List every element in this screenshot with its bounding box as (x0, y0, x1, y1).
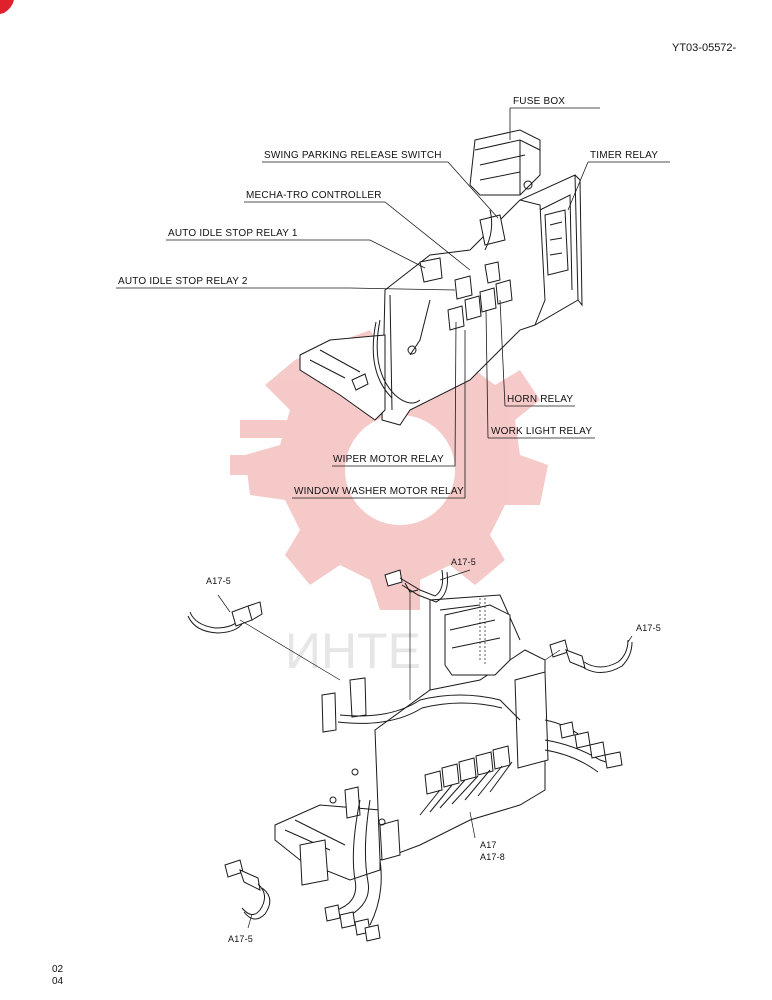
lower-leader-lines (217, 569, 633, 929)
corner-mark-icon (0, 0, 14, 14)
label-harness-top-center: A17-5 (451, 557, 477, 567)
page-number: 02 04 (52, 964, 63, 988)
label-swing-parking-release-switch: SWING PARKING RELEASE SWITCH (264, 150, 442, 161)
label-fuse-box: FUSE BOX (513, 96, 566, 107)
upper-bracket-assembly (299, 129, 583, 426)
upper-leader-lines (116, 107, 670, 499)
label-window-washer-motor-relay: WINDOW WASHER MOTOR RELAY (294, 486, 464, 497)
page-number-line-1: 02 (52, 964, 64, 975)
watermark-text: ИНТЕ (285, 623, 421, 679)
label-harness-bottom-left: A17-5 (228, 934, 254, 944)
label-auto-idle-stop-relay-1: AUTO IDLE STOP RELAY 1 (168, 228, 298, 239)
label-mecha-tro-controller: MECHA-TRO CONTROLLER (246, 190, 382, 201)
label-timer-relay: TIMER RELAY (590, 150, 659, 161)
watermark-gear-icon (230, 325, 548, 610)
label-wiper-motor-relay: WIPER MOTOR RELAY (333, 454, 444, 465)
label-work-light-relay: WORK LIGHT RELAY (491, 426, 593, 437)
lower-bracket-assembly (274, 594, 623, 942)
label-main-harness-a17-8: A17-8 (480, 852, 506, 862)
harness-a17-5-top-center (384, 569, 448, 603)
harness-a17-5-top-left (187, 601, 263, 634)
harness-a17-5-right (549, 639, 633, 673)
document-code: YT03-05572- (672, 42, 737, 54)
label-horn-relay: HORN RELAY (507, 394, 574, 405)
label-harness-right: A17-5 (636, 623, 662, 633)
label-harness-top-left: A17-5 (206, 576, 232, 586)
page-number-line-2: 04 (52, 976, 64, 987)
label-auto-idle-stop-relay-2: AUTO IDLE STOP RELAY 2 (118, 276, 248, 287)
harness-a17-5-bottom-left (224, 859, 271, 920)
label-main-harness-a17: A17 (480, 840, 497, 850)
